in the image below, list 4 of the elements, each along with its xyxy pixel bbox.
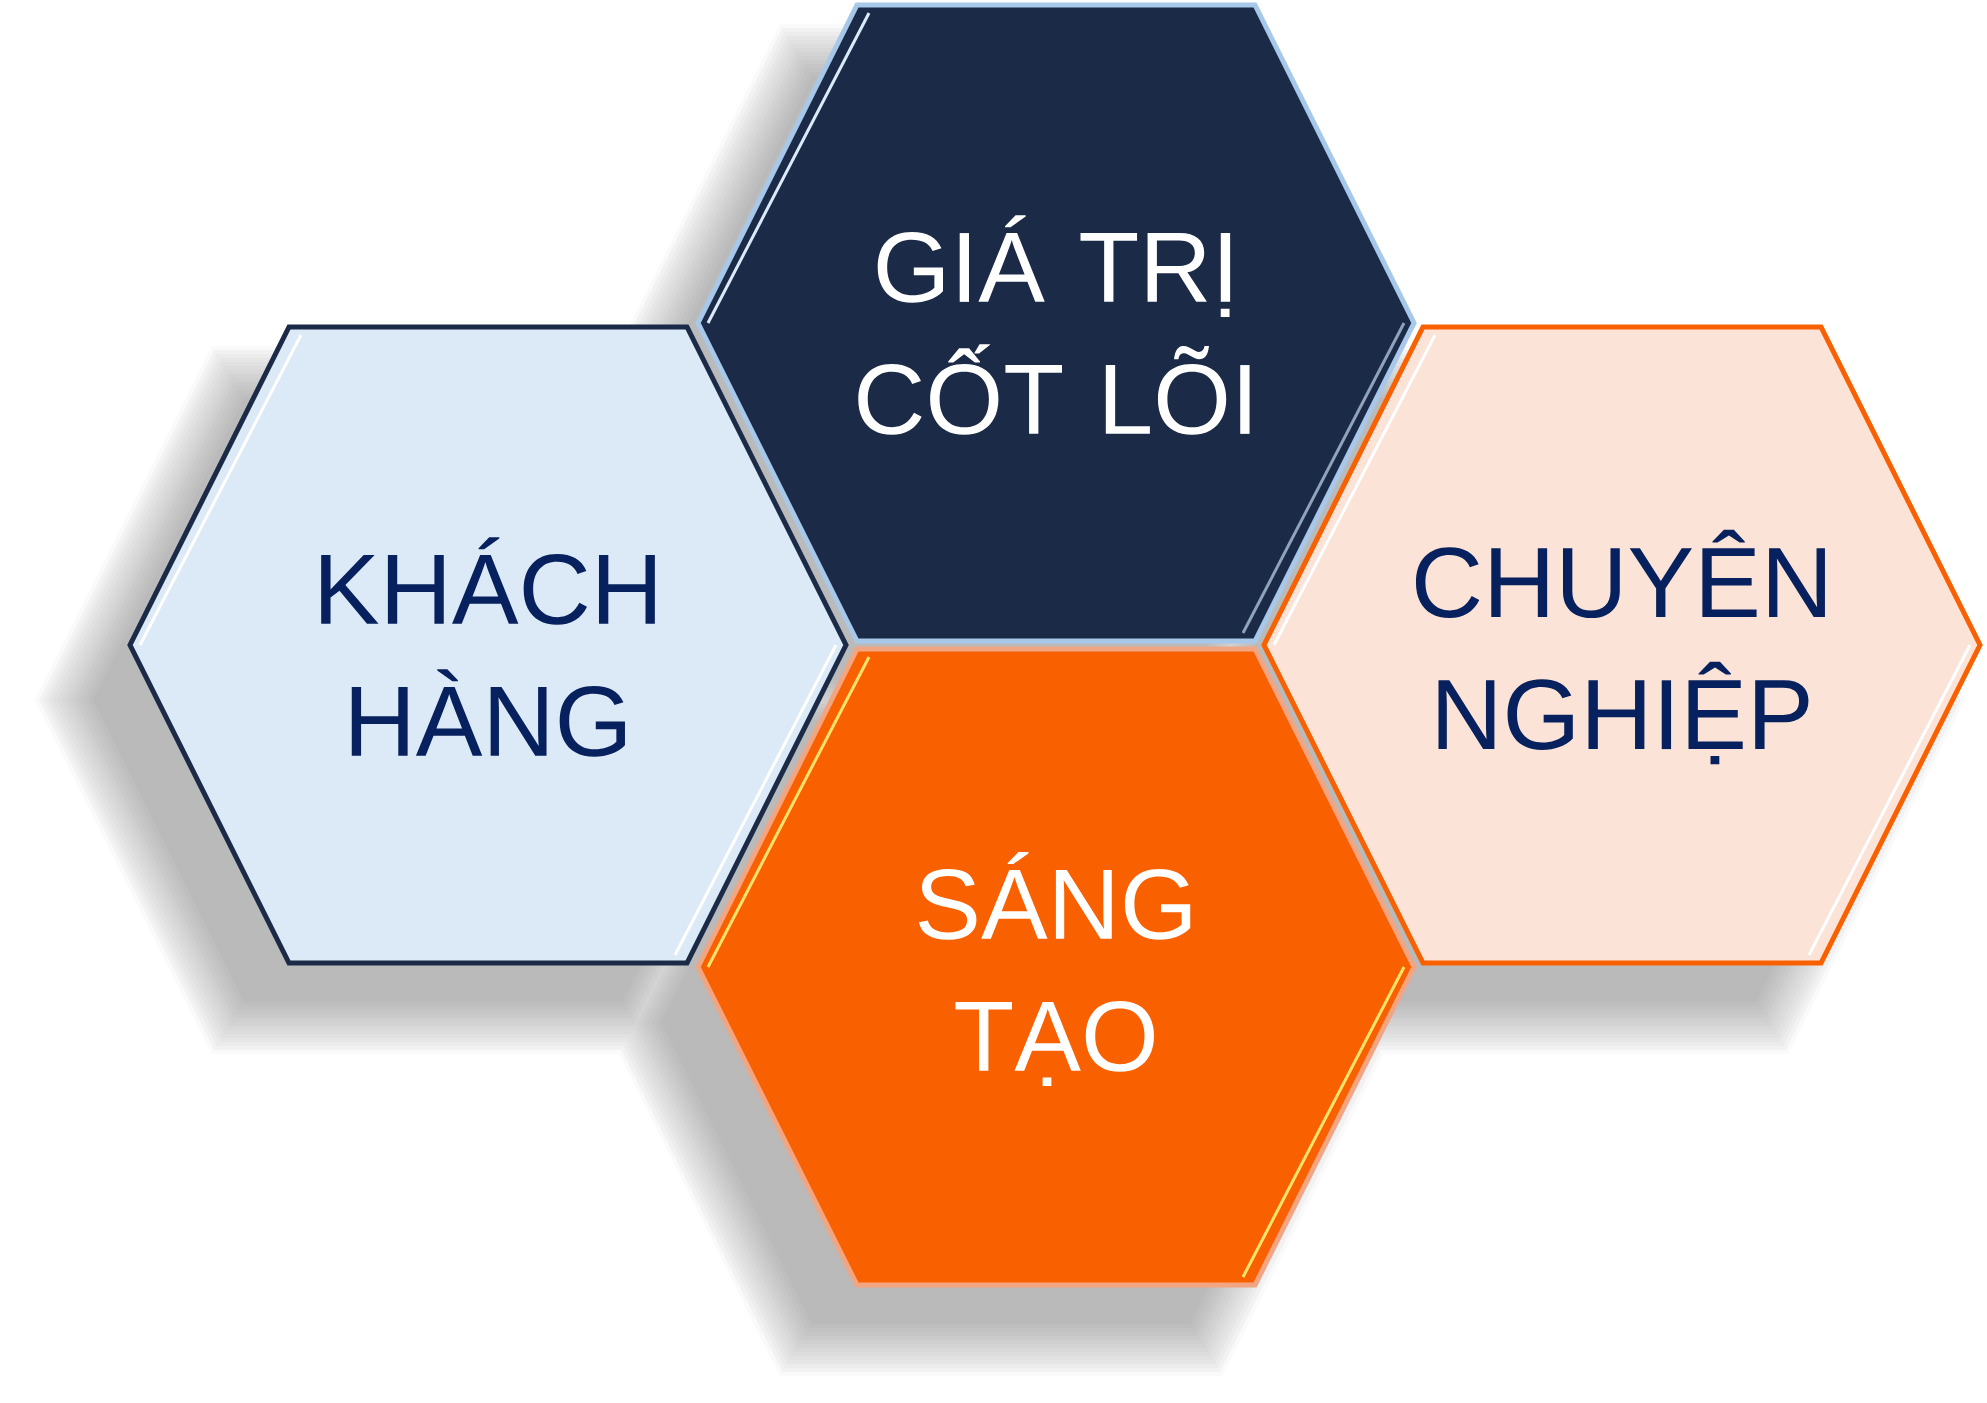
hexagon: CHUYÊN NGHIỆP bbox=[1261, 324, 1983, 966]
hexagon: SÁNG TẠO bbox=[695, 646, 1417, 1288]
hexagon: KHÁCH HÀNG bbox=[127, 324, 849, 966]
hexagon: GIÁ TRỊ CỐT LÕI bbox=[695, 2, 1417, 644]
